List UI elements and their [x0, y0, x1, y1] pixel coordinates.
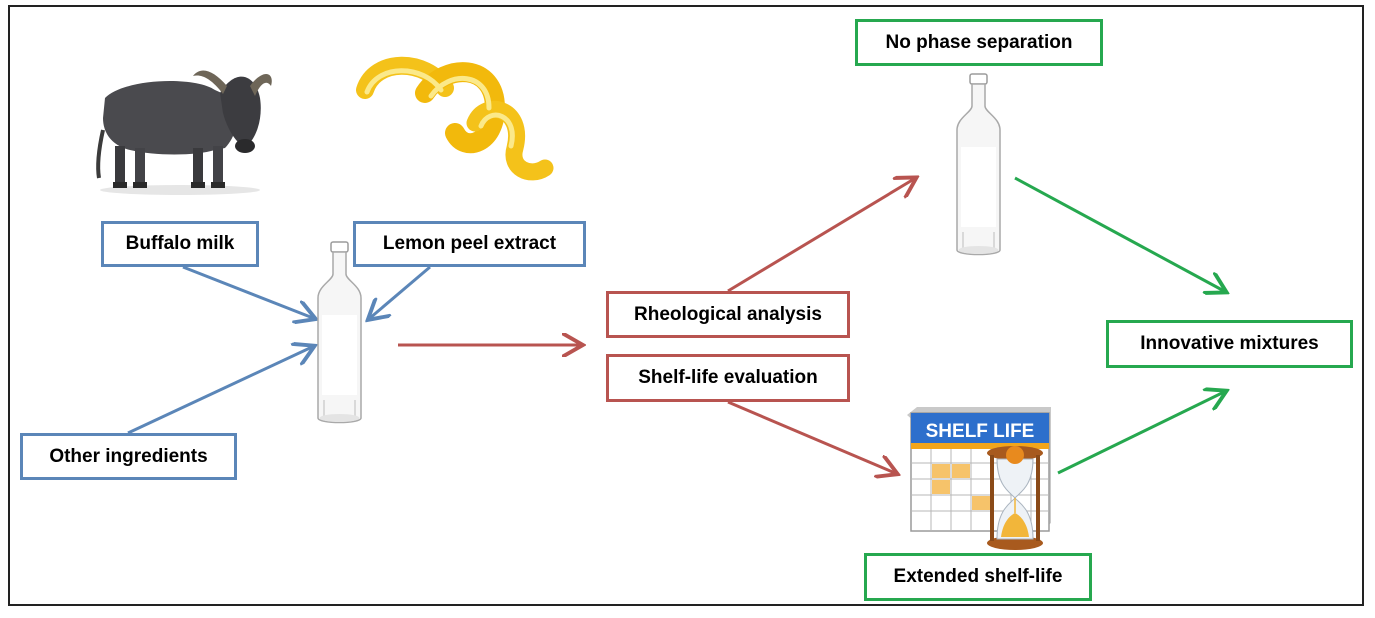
buffalo-milk-box: Buffalo milk [101, 221, 259, 267]
arrow-bottle-to-innovative [1014, 176, 1224, 291]
diagram-frame [8, 5, 1364, 606]
hourglass-icon [987, 446, 1043, 550]
bottle-icon [317, 241, 362, 424]
arrow-calendar-to-innovative [1057, 392, 1224, 475]
arrow-shelf-eval-to-calendar [727, 400, 895, 473]
innovative-mixtures-box: Innovative mixtures [1106, 320, 1353, 368]
extended-shelf-life-box: Extended shelf-life [864, 553, 1092, 601]
lemon-peel-icon [356, 56, 554, 181]
buffalo-icon [96, 70, 272, 195]
calendar-hourglass-icon: SHELF LIFE [907, 407, 1051, 550]
no-phase-separation-box: No phase separation [855, 19, 1103, 66]
arrow-rheology-to-no-separation [727, 179, 914, 293]
arrow-other-to-bottle [127, 347, 312, 435]
rheological-analysis-box: Rheological analysis [606, 291, 850, 338]
other-ingredients-box: Other ingredients [20, 433, 237, 480]
lemon-peel-extract-box: Lemon peel extract [353, 221, 586, 267]
calendar-banner: SHELF LIFE [926, 421, 1035, 442]
arrow-buffalo-to-bottle [182, 265, 313, 318]
shelf-life-evaluation-box: Shelf-life evaluation [606, 354, 850, 402]
bottle-icon [956, 73, 1001, 256]
arrow-lemon-to-bottle [370, 265, 431, 318]
